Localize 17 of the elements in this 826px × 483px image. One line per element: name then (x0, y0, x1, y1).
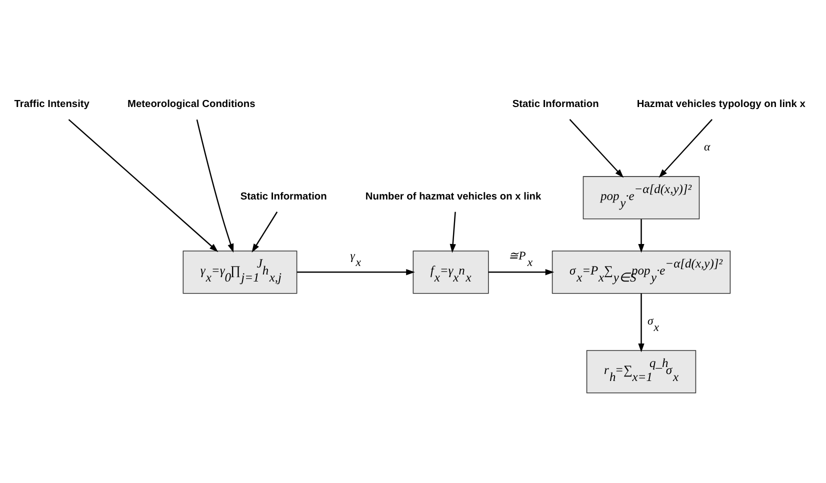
arrow (450, 211, 456, 252)
arrow (569, 118, 624, 178)
arrow (68, 118, 218, 252)
arrow (196, 119, 234, 252)
node-text: Number of hazmat vehicles on x link (365, 191, 542, 202)
arrow (252, 211, 278, 252)
edge-label: α (704, 140, 710, 153)
node-text: Static Information (512, 98, 599, 110)
node-text: Traffic Intensity (14, 98, 90, 110)
arrow (658, 118, 713, 178)
node-text: Static Information (240, 191, 327, 202)
node-text: Meteorological Conditions (128, 98, 256, 110)
arrow (297, 268, 415, 275)
arrow (638, 293, 644, 352)
node-text: Hazmat vehicles typology on link x (636, 98, 806, 110)
arrow (638, 218, 644, 252)
arrow (488, 268, 554, 275)
